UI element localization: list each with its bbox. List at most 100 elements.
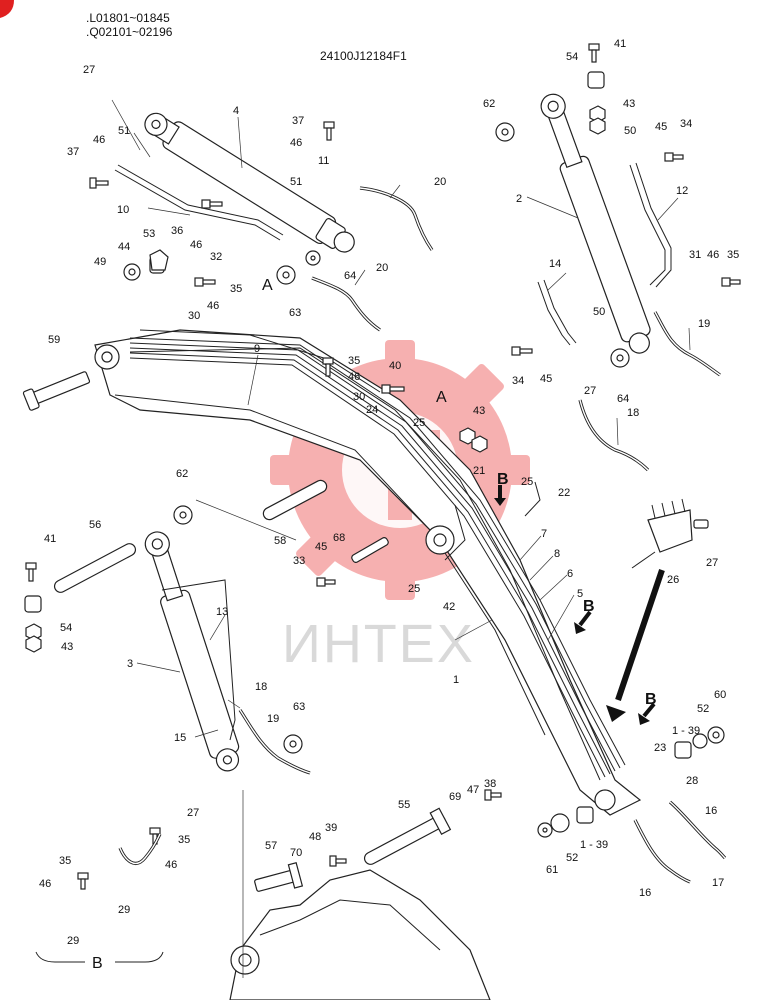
nuts (25, 105, 606, 653)
callout-70: 70 (290, 847, 302, 859)
callout-18a: 18 (255, 681, 267, 693)
callout-24: 24 (366, 404, 378, 416)
callout-15: 15 (174, 732, 186, 744)
callout-35c: 35 (727, 249, 739, 261)
corner-mark (0, 0, 14, 18)
boom-cylinder-right (540, 93, 651, 354)
callout-25a: 25 (413, 417, 425, 429)
boom-cylinder-left (144, 531, 240, 772)
hoses (118, 186, 727, 884)
callout-64b: 64 (617, 393, 629, 405)
callout-16b: 16 (639, 887, 651, 899)
callout-47: 47 (467, 784, 479, 796)
callout-46d: 46 (207, 300, 219, 312)
view-label-b-1: B (497, 471, 509, 488)
pipes (114, 162, 672, 561)
callout-8: 8 (554, 548, 560, 560)
leader-lines (111, 99, 691, 978)
serial-range-1: .L01801~01845 (86, 11, 170, 25)
callout-30a: 30 (188, 310, 200, 322)
callout-40: 40 (389, 360, 401, 372)
callout-42: 42 (443, 601, 455, 613)
view-labels: A A B B B B (92, 277, 657, 972)
callout-14: 14 (549, 258, 561, 270)
view-b-arrows (494, 485, 656, 725)
callout-32: 32 (210, 251, 222, 263)
callout-13: 13 (216, 606, 228, 618)
callout-20a: 20 (434, 176, 446, 188)
view-label-b-detail: B (92, 955, 103, 972)
view-label-b-2: B (583, 598, 595, 615)
watermark-text: ИНТЕХ (282, 614, 475, 674)
bucket-linkage (229, 869, 491, 1000)
callout-31: 31 (689, 249, 701, 261)
pins (22, 371, 452, 892)
callout-54a: 54 (566, 51, 578, 63)
callout-52a: 52 (697, 703, 709, 715)
callout-36: 36 (171, 225, 183, 237)
callout-52b: 52 (566, 852, 578, 864)
callout-50a: 50 (624, 125, 636, 137)
callout-53: 53 (143, 228, 155, 240)
callout-61: 61 (546, 864, 558, 876)
callout-48: 48 (309, 831, 321, 843)
callout-46f: 46 (707, 249, 719, 261)
callout-45a: 45 (655, 121, 667, 133)
callout-30b: 30 (353, 391, 365, 403)
callout-28: 28 (686, 775, 698, 787)
callout-3: 3 (127, 658, 133, 670)
callout-39c: 1 - 39 (672, 725, 700, 737)
callout-34a: 34 (680, 118, 692, 130)
callout-18b: 18 (627, 407, 639, 419)
callout-labels: 1 2 3 4 5 6 7 8 9 10 11 12 13 14 15 16 1… (39, 38, 739, 947)
callout-60: 60 (714, 689, 726, 701)
boom-hose-bundle (129, 329, 626, 778)
bolts (25, 43, 741, 890)
callout-2: 2 (516, 193, 522, 205)
callout-7: 7 (541, 528, 547, 540)
callout-22: 22 (558, 487, 570, 499)
view-label-a-left: A (262, 277, 273, 294)
callout-27b: 27 (584, 385, 596, 397)
callout-69: 69 (449, 791, 461, 803)
callout-46g: 46 (165, 859, 177, 871)
callout-57: 57 (265, 840, 277, 852)
callout-39b: 1 - 39 (580, 839, 608, 851)
serial-range-2: .Q02101~02196 (86, 25, 173, 39)
callout-62b: 62 (176, 468, 188, 480)
callout-59: 59 (48, 334, 60, 346)
callout-5: 5 (577, 588, 583, 600)
callout-35a: 35 (230, 283, 242, 295)
callout-19b: 19 (698, 318, 710, 330)
callout-44: 44 (118, 241, 130, 253)
callout-54b: 54 (60, 622, 72, 634)
callout-43c: 43 (61, 641, 73, 653)
callout-38: 38 (484, 778, 496, 790)
callout-6: 6 (567, 568, 573, 580)
callout-68: 68 (333, 532, 345, 544)
arm-cylinder (144, 112, 355, 253)
washers-bushings (24, 71, 725, 838)
callout-19a: 19 (267, 713, 279, 725)
callout-20b: 20 (376, 262, 388, 274)
callout-63a: 63 (289, 307, 301, 319)
callout-33: 33 (293, 555, 305, 567)
callout-1: 1 (453, 674, 459, 686)
callout-35b: 35 (348, 355, 360, 367)
callout-64a: 64 (344, 270, 356, 282)
callout-27d: 27 (706, 557, 718, 569)
callout-12: 12 (676, 185, 688, 197)
callout-35d: 35 (178, 834, 190, 846)
detail-b-bracket (35, 951, 164, 963)
callout-10: 10 (117, 204, 129, 216)
callout-17: 17 (712, 877, 724, 889)
callout-63b: 63 (293, 701, 305, 713)
callout-37b: 37 (67, 146, 79, 158)
callout-16a: 16 (705, 805, 717, 817)
callout-46h: 46 (39, 878, 51, 890)
callout-27a: 27 (83, 64, 95, 76)
callout-41b: 41 (44, 533, 56, 545)
callout-46b: 46 (290, 137, 302, 149)
callout-4: 4 (233, 105, 239, 117)
